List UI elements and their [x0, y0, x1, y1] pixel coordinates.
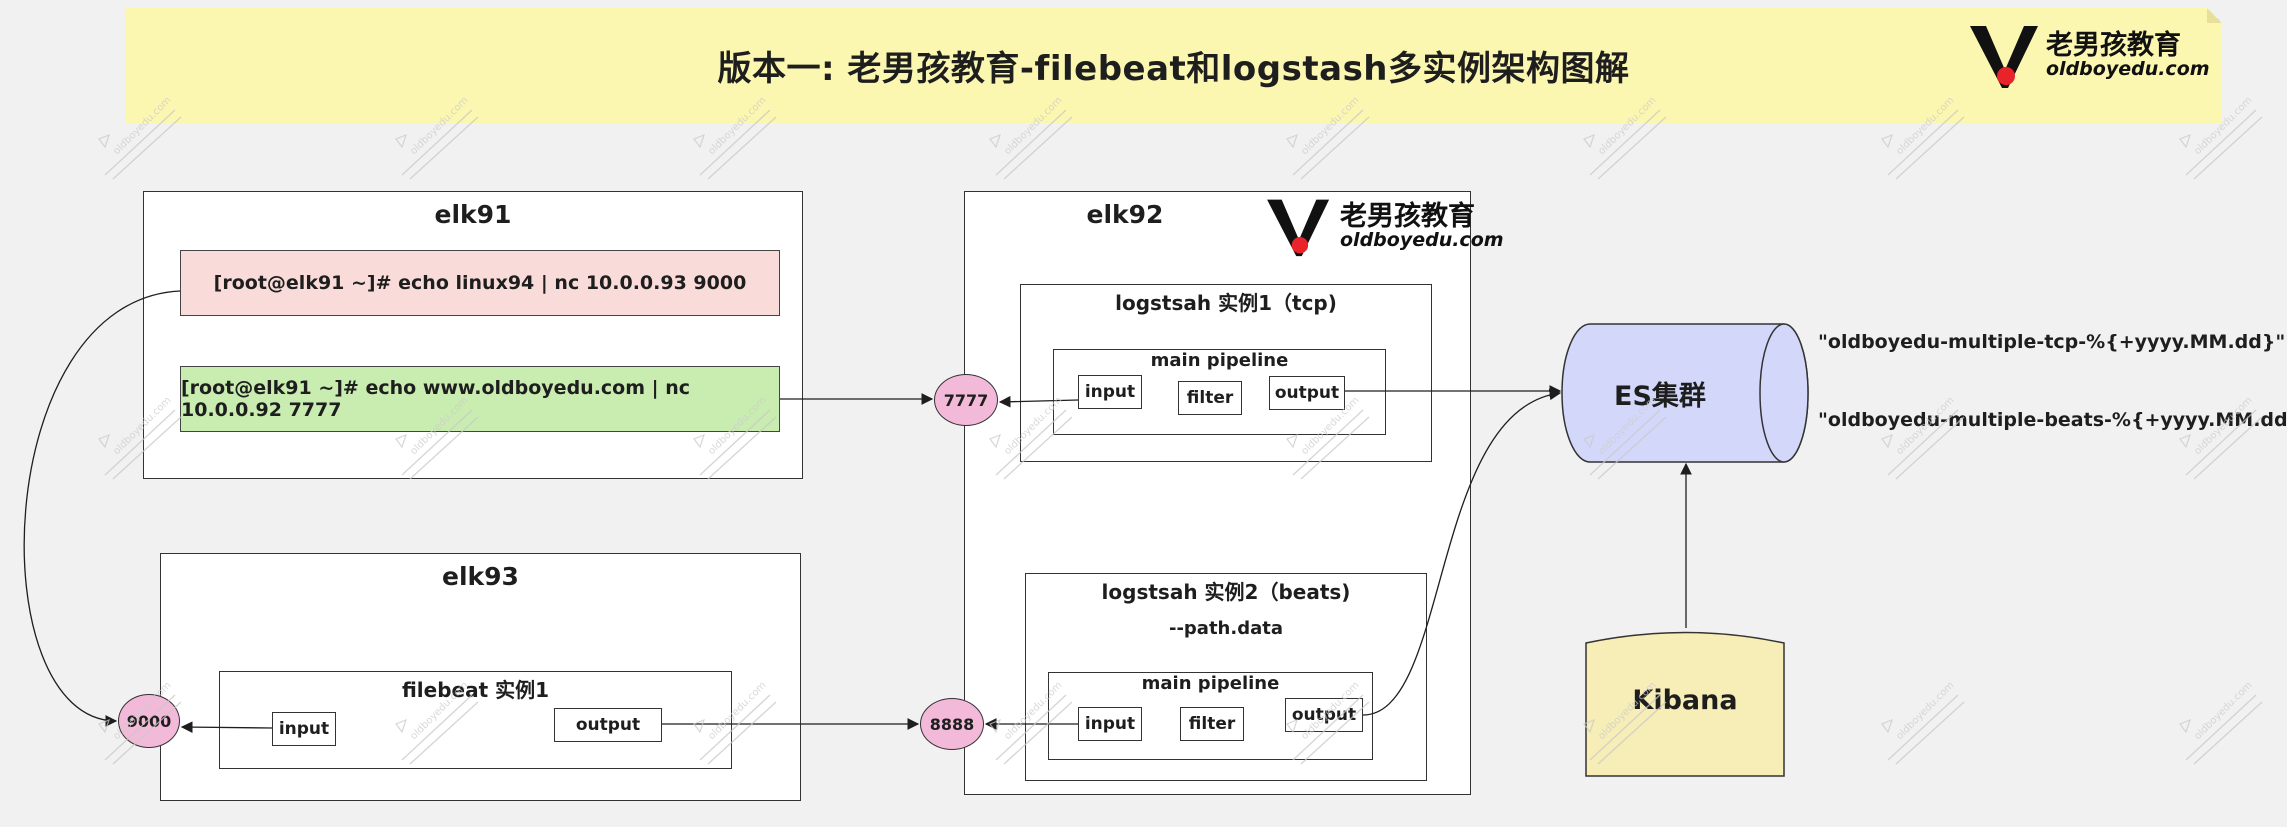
logo-cn-text: 老男孩教育 — [2046, 29, 2181, 61]
svg-text:oldboyedu.com: oldboyedu.com — [2192, 395, 2254, 457]
logstash-instance-2-title: logstsah 实例2（beats) — [1101, 580, 1351, 604]
svg-text:oldboyedu.com: oldboyedu.com — [408, 680, 470, 742]
svg-text:oldboyedu.com: oldboyedu.com — [706, 95, 768, 157]
logstash-1-filter: filter — [1178, 381, 1242, 415]
svg-text:oldboyedu.com: oldboyedu.com — [706, 395, 768, 457]
logstash-2-input: input — [1078, 707, 1142, 741]
elk91-command-nc-9000: [root@elk91 ~]# echo linux94 | nc 10.0.0… — [180, 250, 780, 316]
watermark: oldboyedu.com — [693, 680, 777, 765]
svg-text:oldboyedu.com: oldboyedu.com — [1002, 395, 1064, 457]
svg-text:oldboyedu.com: oldboyedu.com — [408, 95, 470, 157]
svg-text:oldboyedu.com: oldboyedu.com — [1894, 680, 1956, 742]
edge-ls1-input-to-7777 — [998, 395, 1079, 408]
logstash-2-filter: filter — [1180, 707, 1244, 741]
elk91-command-nc-7777: [root@elk91 ~]# echo www.oldboyedu.com |… — [180, 366, 780, 432]
svg-text:oldboyedu.com: oldboyedu.com — [2192, 95, 2254, 157]
edge-cmd1-to-9000 — [23, 290, 181, 727]
index-name-beats: "oldboyedu-multiple-beats-%{+yyyy.MM.dd}… — [1818, 409, 2287, 431]
brand-logo: 老男孩教育 oldboyedu.com — [1970, 22, 2210, 90]
svg-text:oldboyedu.com: oldboyedu.com — [1596, 680, 1658, 742]
watermark: oldboyedu.com — [693, 395, 777, 480]
watermark: oldboyedu.com — [1286, 95, 1370, 180]
svg-text:oldboyedu.com: oldboyedu.com — [1299, 95, 1361, 157]
watermark: oldboyedu.com — [98, 680, 182, 765]
svg-text:oldboyedu.com: oldboyedu.com — [1002, 680, 1064, 742]
svg-text:oldboyedu.com: oldboyedu.com — [706, 680, 768, 742]
logstash-2-pipeline-title: main pipeline — [1141, 673, 1280, 694]
es-cluster-cylinder — [1561, 323, 1809, 463]
svg-text:oldboyedu.com: oldboyedu.com — [1894, 95, 1956, 157]
title-banner-fold — [2207, 8, 2222, 23]
svg-text:oldboyedu.com: oldboyedu.com — [1299, 680, 1361, 742]
watermark: oldboyedu.com — [1583, 395, 1667, 480]
svg-text:oldboyedu.com: oldboyedu.com — [2192, 680, 2254, 742]
kibana-shape — [1585, 631, 1785, 777]
port-8888: 8888 — [920, 698, 984, 750]
svg-text:oldboyedu.com: oldboyedu.com — [111, 680, 173, 742]
edge-ls2-output-to-es — [1362, 388, 1562, 716]
logo-cn-text: 老男孩教育 — [1340, 200, 1475, 232]
svg-text:oldboyedu.com: oldboyedu.com — [1596, 395, 1658, 457]
watermark: oldboyedu.com — [2179, 395, 2263, 480]
watermark: oldboyedu.com — [1286, 680, 1370, 765]
logo-v-icon — [1970, 26, 2038, 88]
watermark: oldboyedu.com — [1583, 95, 1667, 180]
logo-en-text: oldboyedu.com — [1340, 229, 1504, 252]
watermark: oldboyedu.com — [1881, 680, 1965, 765]
logstash-instance-2-path-data: --path.data — [1168, 618, 1283, 639]
watermark: oldboyedu.com — [989, 95, 1073, 180]
page-title: 版本一: 老男孩教育-filebeat和logstash多实例架构图解 — [717, 49, 1630, 89]
logstash-instance-1-title: logstsah 实例1（tcp) — [1115, 291, 1337, 315]
watermark: oldboyedu.com — [1583, 680, 1667, 765]
watermark: oldboyedu.com — [395, 680, 479, 765]
watermark: oldboyedu.com — [989, 395, 1073, 480]
kibana-label: Kibana — [1632, 685, 1738, 716]
svg-text:oldboyedu.com: oldboyedu.com — [111, 395, 173, 457]
logstash-2-output: output — [1285, 698, 1363, 732]
filebeat-instance-title: filebeat 实例1 — [401, 678, 550, 702]
index-name-tcp: "oldboyedu-multiple-tcp-%{+yyyy.MM.dd}" — [1818, 331, 2286, 353]
watermark: oldboyedu.com — [1881, 95, 1965, 180]
svg-text:oldboyedu.com: oldboyedu.com — [1299, 395, 1361, 457]
filebeat-output: output — [554, 708, 662, 742]
svg-text:oldboyedu.com: oldboyedu.com — [1596, 95, 1658, 157]
watermark: oldboyedu.com — [989, 680, 1073, 765]
server-elk91-title: elk91 — [434, 200, 512, 229]
watermark: oldboyedu.com — [693, 95, 777, 180]
server-elk92-title: elk92 — [1086, 200, 1164, 229]
watermark: oldboyedu.com — [98, 95, 182, 180]
logo-v-icon — [1267, 199, 1330, 257]
elk92-brand-logo: 老男孩教育 oldboyedu.com — [1264, 196, 1504, 258]
watermark: oldboyedu.com — [98, 395, 182, 480]
svg-text:oldboyedu.com: oldboyedu.com — [111, 95, 173, 157]
logo-en-text: oldboyedu.com — [2046, 58, 2210, 81]
watermark: oldboyedu.com — [1881, 395, 1965, 480]
port-7777: 7777 — [934, 374, 998, 426]
logstash-1-pipeline-title: main pipeline — [1150, 350, 1289, 371]
svg-text:oldboyedu.com: oldboyedu.com — [1002, 95, 1064, 157]
es-cluster-label: ES集群 — [1614, 381, 1706, 412]
svg-text:oldboyedu.com: oldboyedu.com — [408, 395, 470, 457]
svg-text:oldboyedu.com: oldboyedu.com — [1894, 395, 1956, 457]
filebeat-input: input — [272, 712, 336, 746]
watermark: oldboyedu.com — [1286, 395, 1370, 480]
watermark: oldboyedu.com — [2179, 95, 2263, 180]
edge-filebeat-input-to-9000 — [180, 721, 273, 733]
logstash-1-output: output — [1269, 376, 1345, 410]
server-elk93-title: elk93 — [442, 562, 519, 591]
logstash-1-input: input — [1078, 375, 1142, 409]
watermark: oldboyedu.com — [395, 95, 479, 180]
title-banner: 版本一: 老男孩教育-filebeat和logstash多实例架构图解 — [125, 8, 2222, 123]
watermark: oldboyedu.com — [395, 395, 479, 480]
watermark: oldboyedu.com — [2179, 680, 2263, 765]
